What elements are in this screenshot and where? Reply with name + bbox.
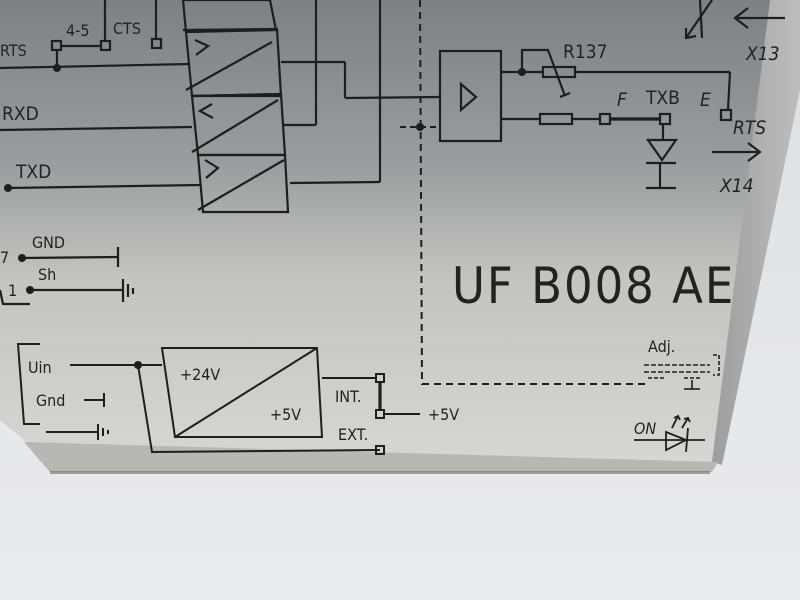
label-gnd: GND [32, 233, 65, 252]
label-txd: TXD [15, 161, 51, 183]
adj-potentiometer-icon [644, 354, 720, 390]
on-led-icon [634, 414, 705, 453]
label-5v-out: +5V [428, 405, 459, 424]
label-cts: CTS [113, 19, 141, 38]
label-rts-right: RTS [733, 117, 766, 139]
label-txb: TXB [645, 87, 680, 109]
label-int: INT. [335, 387, 361, 406]
label-uin: Uin [28, 358, 52, 377]
label-pin-7: 7 [0, 248, 9, 267]
label-r137: R137 [563, 41, 608, 63]
label-f: F [617, 89, 628, 111]
module-label-panel: RTS 4-5 CTS RXD TXD 7 GND 1 Sh R137 F TX… [0, 0, 800, 474]
schematic-signal-lines [0, 0, 441, 306]
label-x14: X14 [719, 175, 753, 197]
label-e: E [700, 89, 711, 111]
label-rts-left: RTS [0, 41, 27, 60]
label-pin-1: 1 [8, 281, 17, 300]
schematic-amplifier-section [438, 0, 785, 190]
label-rxd: RXD [2, 103, 39, 125]
label-x13: X13 [745, 43, 779, 65]
label-adj: Adj. [648, 337, 675, 356]
label-sh: Sh [38, 265, 56, 284]
model-number: UF B008 AE [452, 257, 735, 315]
label-5v-converter: +5V [270, 405, 301, 424]
schematic-power-section [16, 343, 420, 455]
label-jumper-4-5: 4-5 [66, 21, 90, 40]
label-gnd-power: Gnd [36, 391, 65, 410]
module-boundary-dashed [419, 0, 648, 385]
label-on: ON [634, 419, 656, 438]
label-ext: EXT. [338, 425, 368, 444]
label-24v: +24V [180, 365, 220, 384]
